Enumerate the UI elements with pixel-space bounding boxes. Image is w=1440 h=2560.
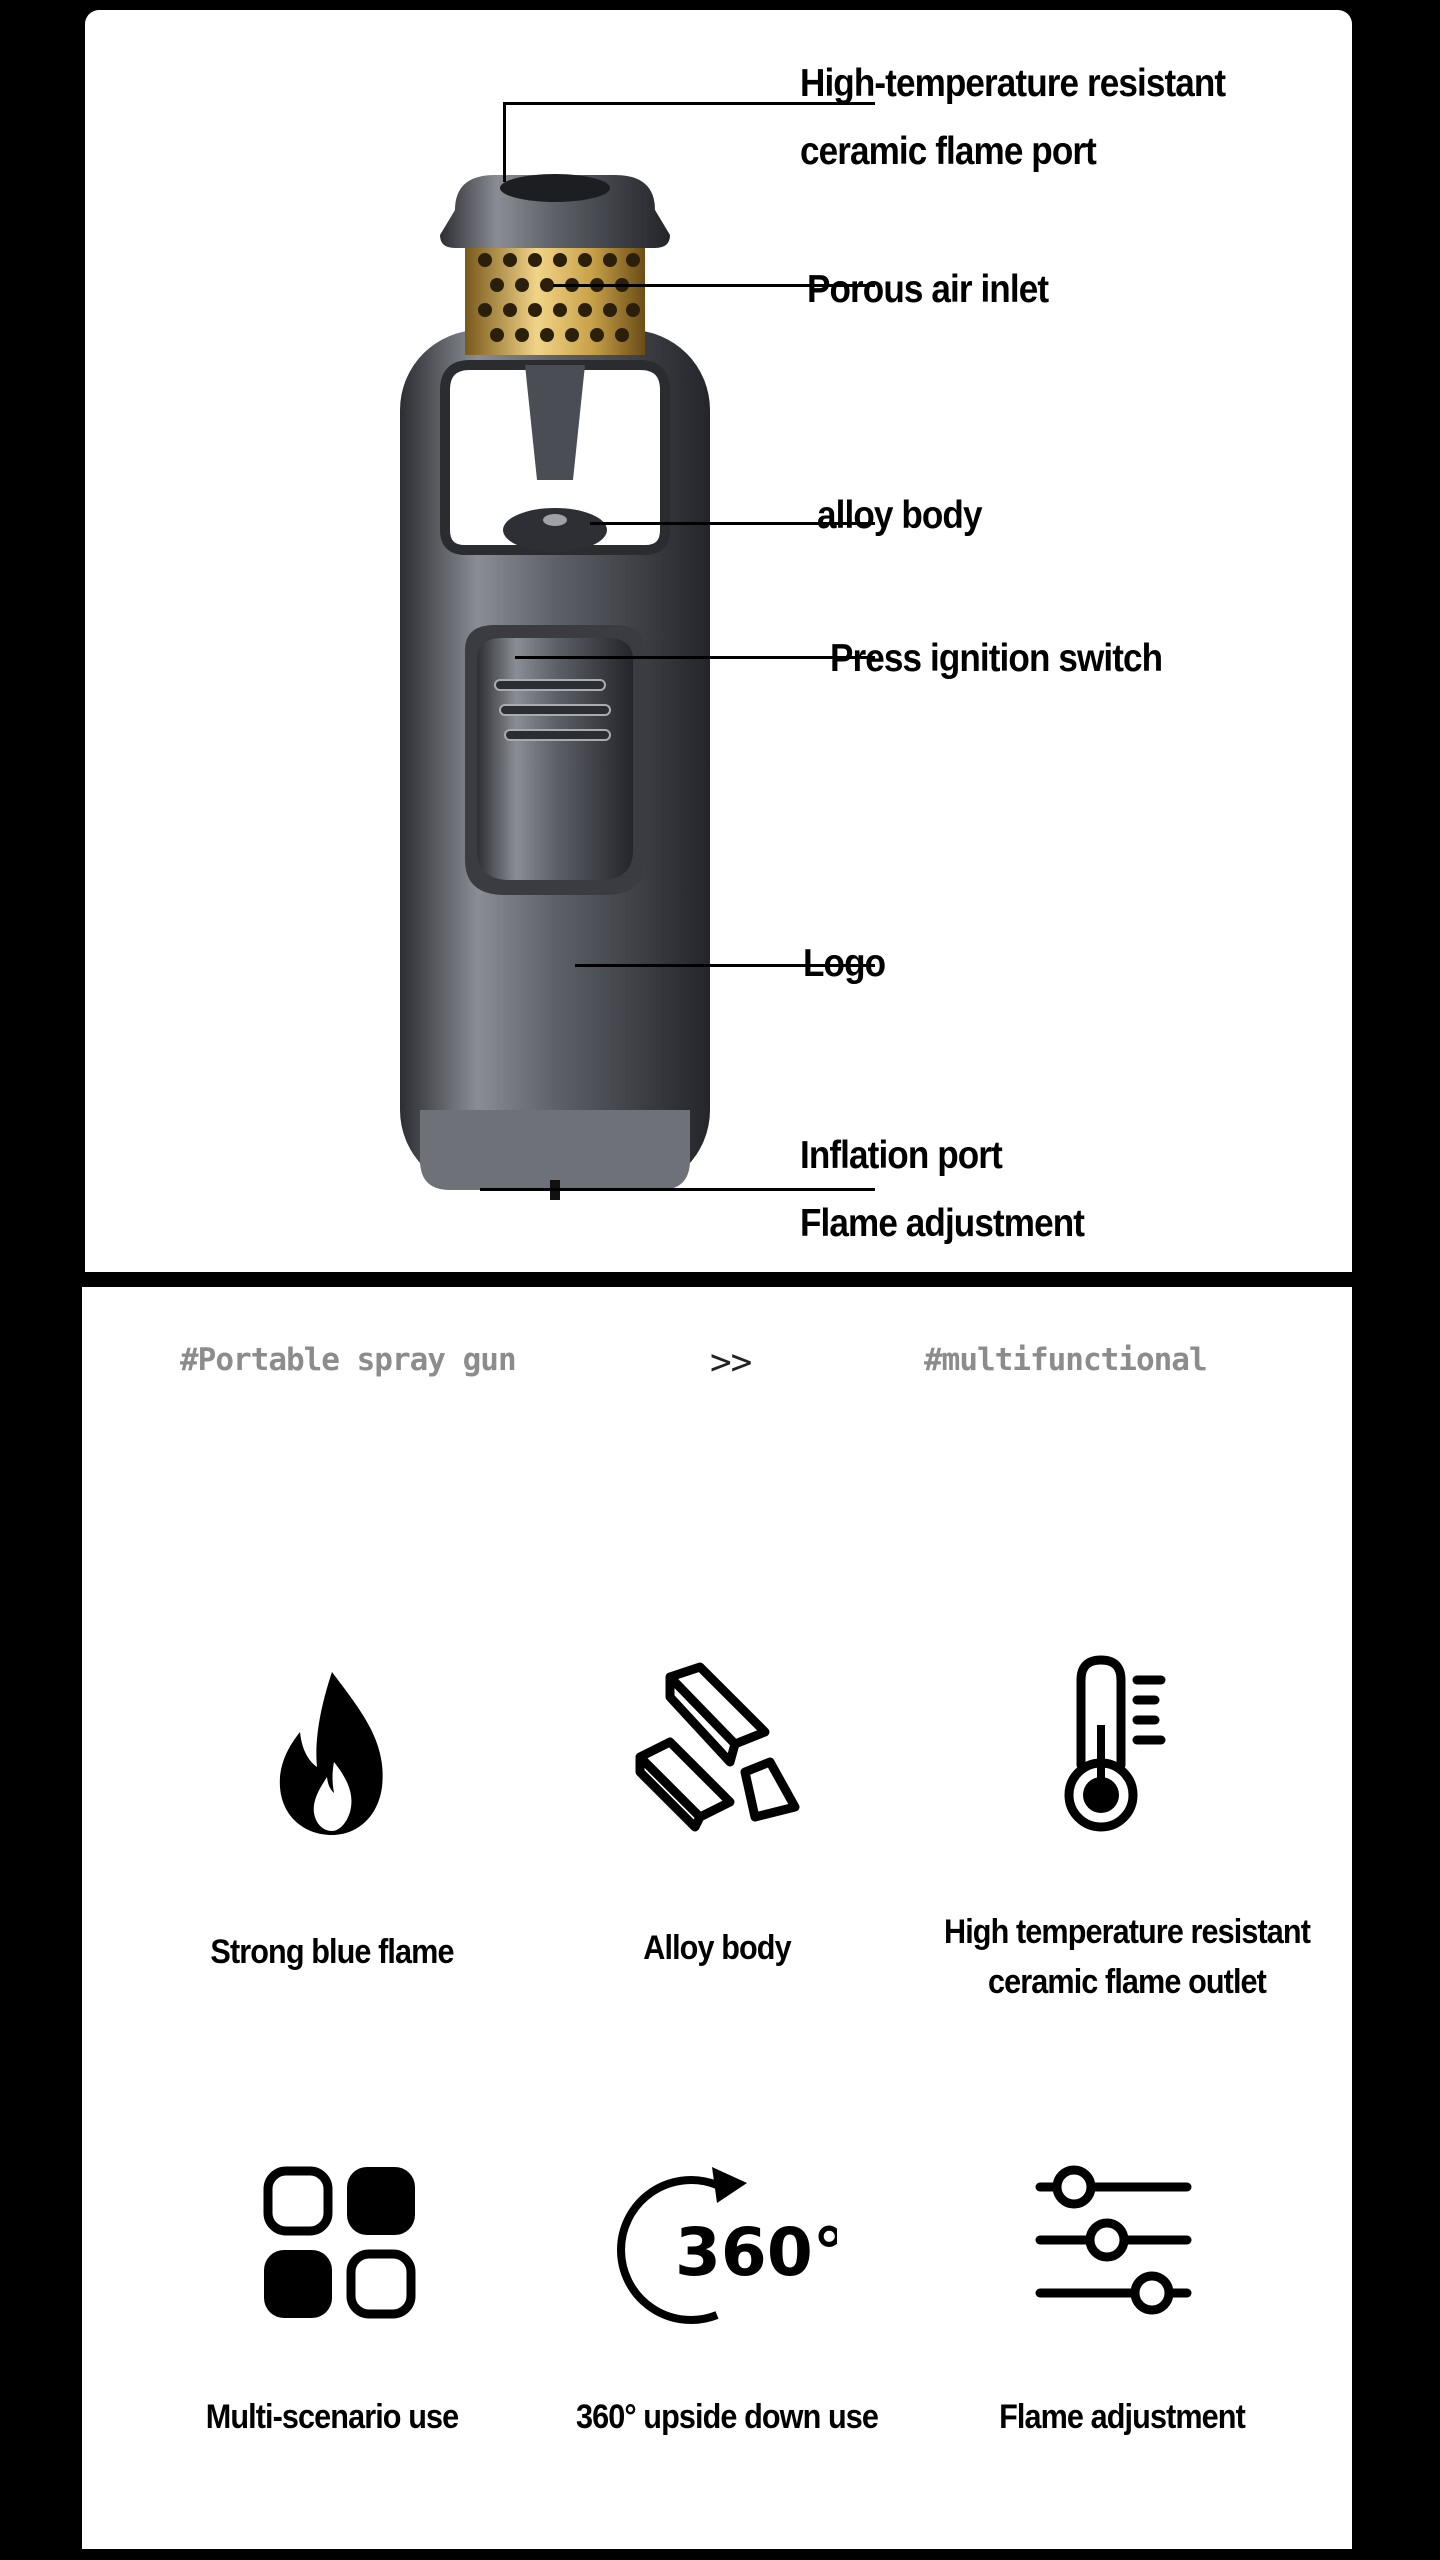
callout-flame-adjust: Flame adjustment: [800, 1202, 1085, 1245]
callout-line-ignition: [515, 656, 875, 659]
feature-label-alloy-body: Alloy body: [643, 1929, 791, 1967]
flame-icon: [279, 1672, 383, 1835]
feature-label-ceramic-line2: ceramic flame outlet: [988, 1963, 1267, 2001]
feature-label-blue-flame: Strong blue flame: [210, 1933, 454, 1971]
callout-alloy-body: alloy body: [817, 494, 982, 537]
callout-line-air-inlet: [553, 284, 875, 287]
callout-flame-port-line2: ceramic flame port: [800, 130, 1097, 173]
lighter-illustration: [400, 174, 710, 1200]
callout-ignition: Press ignition switch: [830, 637, 1163, 680]
tag-multifunctional: #multifunctional: [924, 1342, 1208, 1378]
callout-logo: Logo: [803, 942, 886, 985]
tag-portable-spray-gun: #Portable spray gun: [180, 1342, 517, 1378]
sliders-icon: [1035, 2165, 1192, 2315]
alloy-bars-icon: [635, 1662, 800, 1832]
callout-line-inflation: [480, 1188, 875, 1191]
callout-line-logo: [575, 964, 875, 967]
callout-line-flame-port-v: [503, 102, 506, 182]
rotate-360-text: 360°: [675, 2214, 837, 2291]
callout-air-inlet: Porous air inlet: [807, 268, 1049, 311]
product-diagram-panel: High-temperature resistant ceramic flame…: [85, 10, 1352, 1272]
features-panel: #Portable spray gun >> #multifunctional …: [82, 1287, 1352, 2549]
grid-icon: [263, 2166, 416, 2319]
callout-flame-port-line1: High-temperature resistant: [800, 62, 1226, 105]
feature-label-ceramic-line1: High temperature resistant: [943, 1913, 1311, 1951]
rotate-360-icon: 360°: [617, 2167, 837, 2324]
tag-arrow: >>: [710, 1342, 752, 1383]
feature-label-multi-scenario: Multi-scenario use: [205, 2398, 459, 2436]
thermometer-icon: [1064, 1655, 1166, 1832]
feature-label-360: 360° upside down use: [575, 2398, 879, 2436]
callout-inflation: Inflation port: [800, 1134, 1003, 1177]
callout-line-flame-port: [503, 102, 875, 105]
callout-line-alloy-body: [590, 522, 875, 525]
feature-label-flame-adjustment: Flame adjustment: [999, 2398, 1246, 2436]
